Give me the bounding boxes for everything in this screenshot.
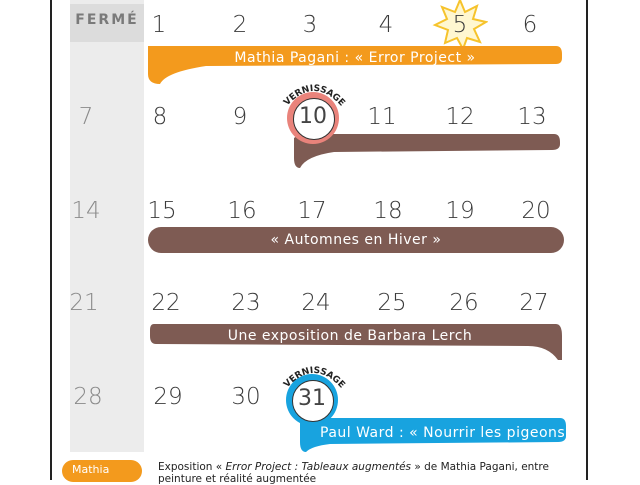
error-project-band-shape bbox=[148, 46, 562, 84]
day-8[interactable]: 8 bbox=[152, 104, 168, 130]
ferme-cell bbox=[70, 4, 144, 42]
day-13[interactable]: 13 bbox=[517, 104, 547, 130]
day-30[interactable]: 30 bbox=[231, 384, 261, 410]
day-31: 31 bbox=[298, 386, 326, 411]
day-27[interactable]: 27 bbox=[519, 290, 549, 316]
legend-text: Exposition « Error Project : Tableaux au… bbox=[158, 461, 549, 485]
pigeons-band-shape bbox=[300, 415, 566, 452]
svg-text:VERNISSAGE: VERNISSAGE bbox=[282, 84, 346, 109]
ferme-label: FERMÉ bbox=[75, 12, 139, 28]
barbara-band-shape bbox=[150, 324, 562, 360]
day-2[interactable]: 2 bbox=[232, 12, 248, 38]
day-10: 10 bbox=[299, 104, 327, 129]
day-6[interactable]: 6 bbox=[522, 12, 538, 38]
vernissage-arc-label-10: VERNISSAGE bbox=[282, 84, 346, 109]
calendar-frame bbox=[50, 0, 588, 480]
barbara-band[interactable]: Une exposition de Barbara Lerch bbox=[227, 328, 473, 344]
automnes-band[interactable]: « Automnes en Hiver » bbox=[148, 227, 564, 253]
day-11[interactable]: 11 bbox=[367, 104, 397, 130]
day-24[interactable]: 24 bbox=[301, 290, 331, 316]
day-26[interactable]: 26 bbox=[449, 290, 479, 316]
closed-day-column bbox=[70, 0, 144, 452]
brown-band-shape-row2 bbox=[294, 134, 560, 168]
legend-pill-mathia: Mathia bbox=[62, 460, 142, 482]
day-17[interactable]: 17 bbox=[297, 198, 327, 224]
day-4[interactable]: 4 bbox=[378, 12, 394, 38]
day-16[interactable]: 16 bbox=[227, 198, 257, 224]
day-1[interactable]: 1 bbox=[151, 12, 167, 38]
error-project-band[interactable]: Mathia Pagani : « Error Project » bbox=[234, 50, 476, 66]
vernissage-marker-31[interactable]: 31 bbox=[286, 374, 338, 426]
day-22[interactable]: 22 bbox=[151, 290, 181, 316]
day-19[interactable]: 19 bbox=[445, 198, 475, 224]
vernissage-arc-label-31: VERNISSAGE bbox=[282, 366, 346, 391]
day-18[interactable]: 18 bbox=[373, 198, 403, 224]
day-28[interactable]: 28 bbox=[73, 384, 103, 410]
day-12[interactable]: 12 bbox=[445, 104, 475, 130]
day-5[interactable]: 5 bbox=[452, 12, 468, 38]
day-7[interactable]: 7 bbox=[78, 104, 94, 130]
day-23[interactable]: 23 bbox=[231, 290, 261, 316]
day-14[interactable]: 14 bbox=[71, 198, 101, 224]
day-20[interactable]: 20 bbox=[521, 198, 551, 224]
pigeons-band[interactable]: Paul Ward : « Nourrir les pigeons » bbox=[320, 425, 580, 441]
day-15[interactable]: 15 bbox=[147, 198, 177, 224]
day-3[interactable]: 3 bbox=[302, 12, 318, 38]
vernissage-marker-10[interactable]: 10 bbox=[287, 92, 339, 144]
svg-text:VERNISSAGE: VERNISSAGE bbox=[282, 366, 346, 391]
day-21[interactable]: 21 bbox=[69, 290, 99, 316]
day-29[interactable]: 29 bbox=[153, 384, 183, 410]
day-9[interactable]: 9 bbox=[232, 104, 248, 130]
day-25[interactable]: 25 bbox=[377, 290, 407, 316]
